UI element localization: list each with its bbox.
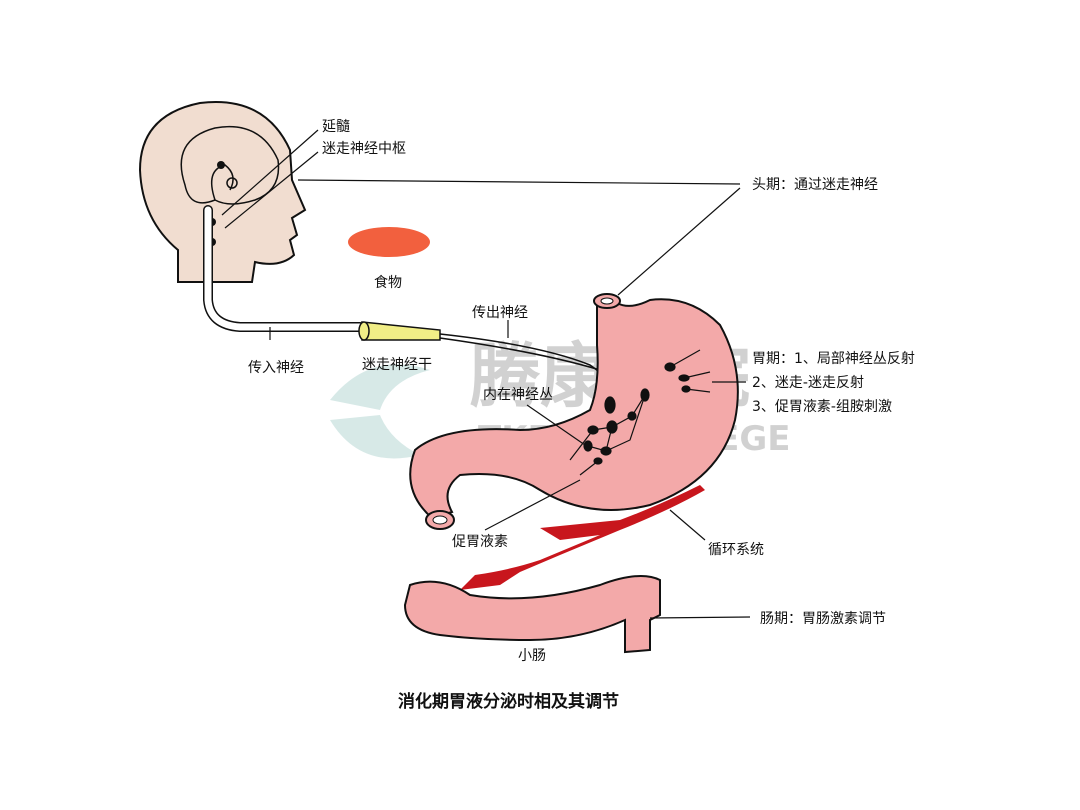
leader-lines (221, 129, 751, 619)
label-medulla: 延髓 (322, 119, 350, 135)
food-bolus (348, 227, 430, 257)
small-intestine (403, 575, 661, 654)
blood-vessel (460, 485, 705, 590)
vagus-trunk (361, 321, 441, 341)
head-outline (138, 101, 307, 283)
label-intestinal-phase: 肠期：胃肠激素调节 (760, 610, 886, 627)
diagram-title: 消化期胃液分泌时相及其调节 (398, 691, 619, 712)
label-vagal-center: 迷走神经中枢 (322, 141, 406, 157)
label-circulation: 循环系统 (708, 542, 764, 558)
label-vagus-trunk: 迷走神经干 (362, 357, 432, 373)
label-gastrin: 促胃液素 (452, 534, 508, 550)
neuron-dot (217, 161, 225, 169)
brain (180, 125, 280, 205)
intrinsic-plexus (569, 349, 711, 476)
label-small-intestine: 小肠 (518, 648, 546, 664)
label-afferent-nerve: 传入神经 (248, 360, 304, 376)
label-food: 食物 (374, 274, 402, 291)
label-intrinsic-plexus: 内在神经丛 (483, 387, 553, 403)
label-gastric-phase-3: 3、促胃液素-组胺刺激 (752, 398, 892, 415)
stomach (409, 298, 739, 520)
label-cephalic-phase: 头期：通过迷走神经 (752, 177, 878, 193)
label-gastric-phase-1: 胃期：1、局部神经丛反射 (752, 351, 915, 367)
label-gastric-phase-2: 2、迷走-迷走反射 (752, 375, 864, 391)
label-efferent-nerve: 传出神经 (472, 305, 528, 321)
